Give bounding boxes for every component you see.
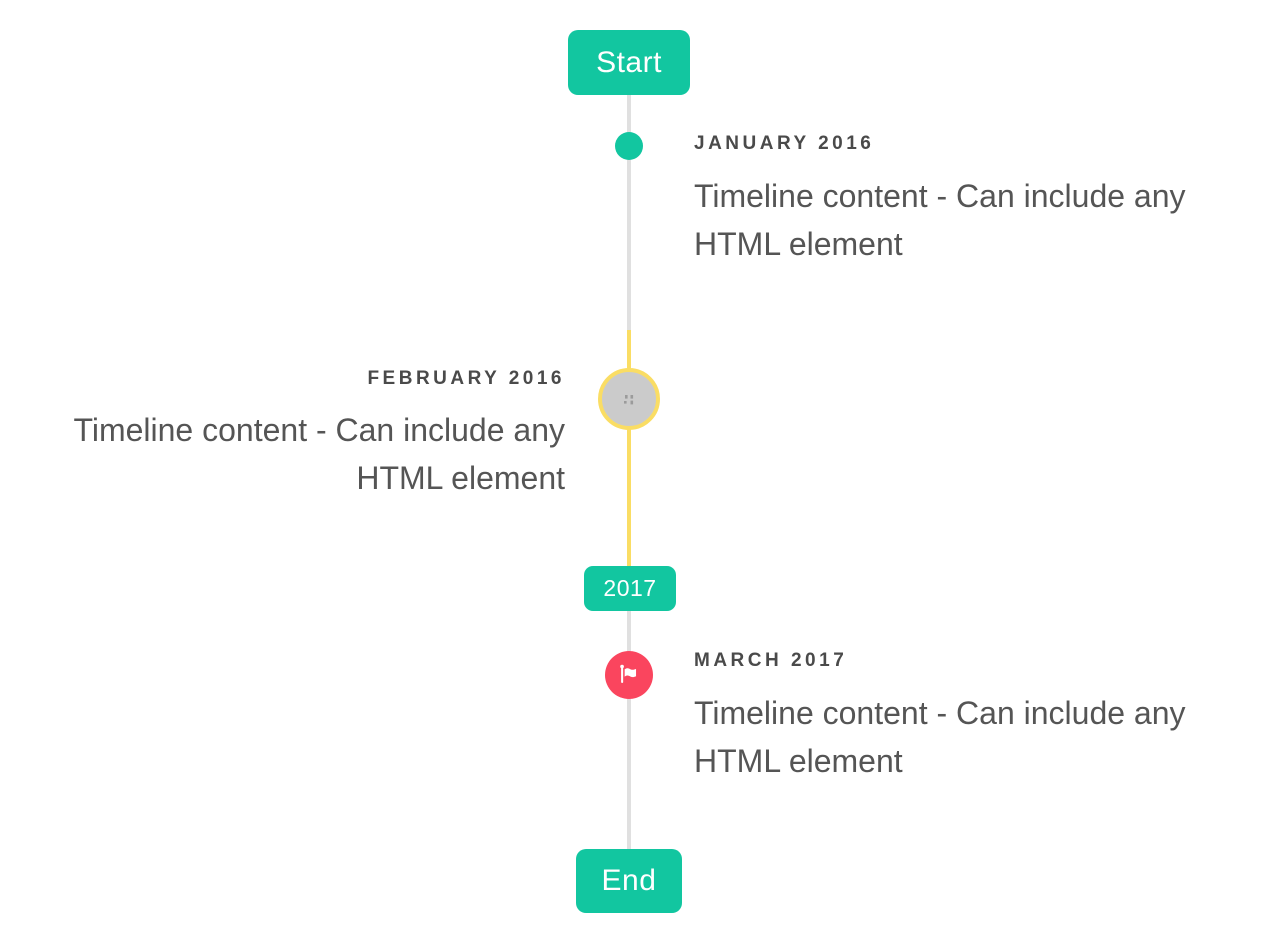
entry-content-january: Timeline content - Can include any HTML …: [694, 178, 1186, 262]
timeline-year-badge: 2017: [584, 566, 676, 611]
january-dot-marker: [615, 132, 643, 160]
entry-date-january: JANUARY 2016: [694, 133, 875, 154]
timeline-line-bottom: [627, 611, 631, 849]
timeline-line-top: [627, 95, 631, 330]
timeline-end-badge: End: [576, 849, 682, 913]
timeline-start-badge: Start: [568, 30, 690, 95]
march-flag-marker: [605, 651, 653, 699]
broken-image-icon: [621, 392, 638, 407]
entry-date-march: MARCH 2017: [694, 650, 848, 671]
entry-date-february: FEBRUARY 2016: [367, 368, 565, 389]
february-image-marker: [598, 368, 660, 430]
entry-content-march: Timeline content - Can include any HTML …: [694, 695, 1186, 779]
entry-content-february: Timeline content - Can include any HTML …: [73, 412, 565, 496]
flag-icon: [616, 662, 642, 688]
timeline-line-highlight-segment: [627, 330, 631, 566]
